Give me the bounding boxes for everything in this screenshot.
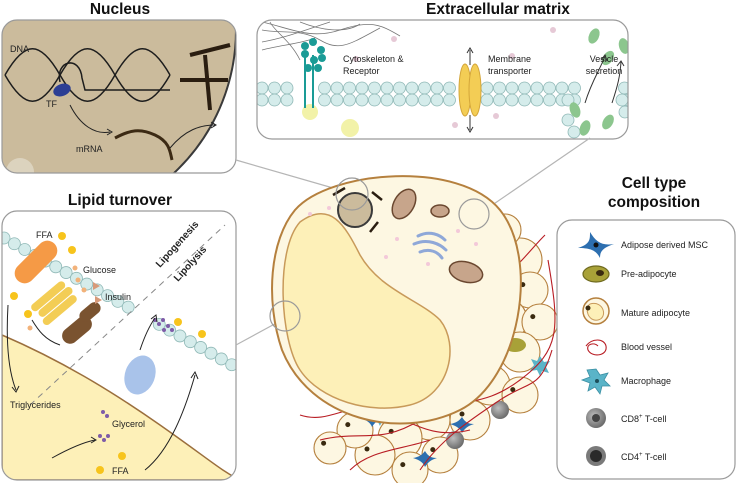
- legend-msc: Adipose derived MSC: [621, 240, 709, 250]
- tf-label: TF: [46, 99, 57, 109]
- nucleus-shape: [2, 20, 236, 173]
- legend-icon-blood-vessel: [585, 339, 607, 356]
- cell-type-title-1: Cell type: [622, 175, 687, 192]
- legend-icon-macrophage: [580, 368, 611, 395]
- dna-strand-a: [4, 48, 171, 102]
- cytoskeleton-label-1: Cytoskeleton &: [343, 54, 404, 64]
- lipid-droplet: [282, 213, 451, 409]
- golgi-icon: [412, 231, 448, 260]
- legend-icon-preadipocyte: [582, 265, 610, 283]
- glucose-transporter-icon: [31, 281, 77, 326]
- mitochondrion-icon-large: [448, 260, 484, 284]
- lipase-icon: [124, 355, 156, 395]
- nucleus-title: Nucleus: [90, 1, 150, 18]
- dna-label: DNA: [10, 44, 29, 54]
- insulin-receptor-icon: [62, 302, 101, 344]
- zoom-marker-left: [269, 300, 301, 332]
- legend-cd4: CD4+ T-cell: [621, 452, 666, 462]
- transporter-label-1: Membrane: [488, 54, 531, 64]
- mrna-label: mRNA: [76, 144, 103, 154]
- legend-preadipocyte: Pre-adipocyte: [621, 269, 677, 279]
- membrane-transporter-icon: [458, 47, 482, 133]
- zoom-marker-right: [458, 198, 490, 230]
- vesicle-label-2: secretion: [586, 66, 623, 76]
- lipid-droplet-region: [2, 333, 236, 480]
- dna-strand-b: [4, 48, 171, 102]
- mitochondrion-icon-small: [430, 204, 450, 218]
- legend-macrophage: Macrophage: [621, 376, 671, 386]
- receptor-icon: [301, 38, 326, 108]
- adipose-tissue-cluster: [269, 175, 559, 483]
- vesicle-icons: [569, 28, 628, 136]
- ecm-title: Extracellular matrix: [426, 1, 570, 18]
- insulin-label: Insulin: [105, 292, 131, 302]
- ffa-transporter-icon: [14, 240, 58, 284]
- cytoskeleton-label-2: Receptor: [343, 66, 380, 76]
- legend-icon-msc: [578, 232, 614, 258]
- ffa-top-label: FFA: [36, 230, 53, 240]
- mrna-strand: [114, 129, 174, 161]
- legend-icon-mature-adipocyte: [582, 297, 610, 325]
- mitochondrion-icon: [391, 188, 417, 220]
- triglycerides-label: Triglycerides: [10, 400, 61, 410]
- ffa-bottom-label: FFA: [112, 466, 129, 476]
- glycerol-label: Glycerol: [112, 419, 145, 429]
- lipid-title: Lipid turnover: [68, 192, 172, 209]
- legend-blood-vessel: Blood vessel: [621, 342, 672, 352]
- ecm-membrane-beads: [257, 81, 628, 139]
- transporter-label-2: transporter: [488, 66, 532, 76]
- legend-cd8: CD8+ T-cell: [621, 414, 666, 424]
- vesicle-label-1: Vesicle: [590, 54, 619, 64]
- lipid-turnover-panel: Lipid turnover: [1, 192, 237, 481]
- cell-type-panel: Cell type composition Adipose derived MS…: [556, 175, 736, 480]
- nucleus-panel: Nucleus DNA TF mRNA: [1, 1, 237, 174]
- legend-mature-adipocyte: Mature adipocyte: [621, 308, 690, 318]
- zoom-marker-top: [335, 177, 369, 211]
- transcription-factor-icon: [53, 83, 71, 97]
- ecm-panel: Extracellular matrix: [256, 1, 629, 140]
- glucose-label: Glucose: [83, 265, 116, 275]
- cell-type-title-2: composition: [608, 194, 700, 211]
